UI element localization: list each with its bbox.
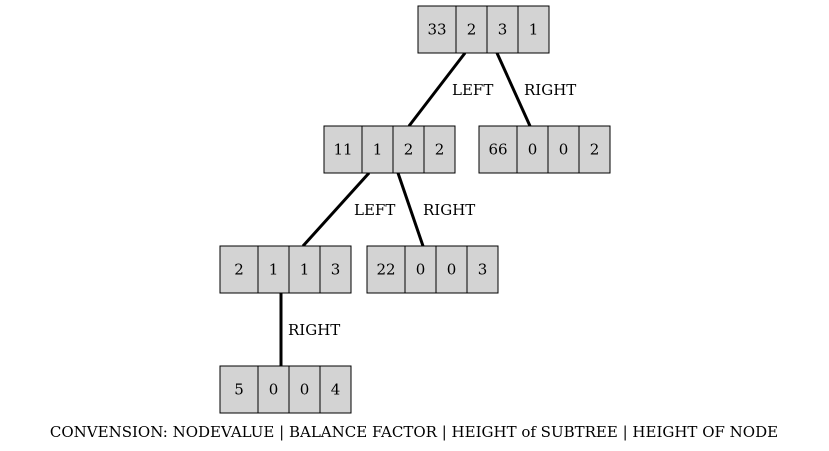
node-height-cell <box>517 5 550 54</box>
node-height-cell-text: 4 <box>331 381 341 399</box>
subtree-height-cell-text: 1 <box>300 261 310 279</box>
edges-layer: LEFT RIGHT LEFT RIGHT RIGHT <box>279 52 576 366</box>
node-height-cell-text: 3 <box>478 261 488 279</box>
node-value-cell-text: 2 <box>234 261 244 279</box>
subtree-height-cell-text: 3 <box>498 21 508 39</box>
node-height-cell <box>423 125 456 174</box>
edge-label-right: RIGHT <box>524 81 576 99</box>
node-height-cell-text: 3 <box>331 261 341 279</box>
balance-factor-cell-text: 0 <box>528 141 538 159</box>
subtree-height-cell <box>547 125 580 174</box>
subtree-height-cell <box>435 245 468 294</box>
node-value-cell-text: 33 <box>427 21 446 39</box>
node-height-cell <box>319 365 352 414</box>
node-value-cell-text: 11 <box>333 141 352 159</box>
subtree-height-cell-text: 0 <box>559 141 569 159</box>
tree-node-33: 33 2 3 1 <box>417 5 550 54</box>
node-value-cell <box>219 245 259 294</box>
node-value-cell-text: 22 <box>376 261 395 279</box>
subtree-height-cell-text: 2 <box>404 141 414 159</box>
edge-n11-n2 <box>301 171 371 248</box>
subtree-height-cell <box>486 5 519 54</box>
node-value-cell <box>417 5 457 54</box>
edge-label-left: LEFT <box>452 81 493 99</box>
subtree-height-cell-text: 0 <box>300 381 310 399</box>
balance-factor-cell <box>455 5 488 54</box>
balance-factor-cell-text: 2 <box>467 21 477 39</box>
tree-node-22: 22 0 0 3 <box>366 245 499 294</box>
balance-factor-cell <box>361 125 394 174</box>
node-height-cell <box>466 245 499 294</box>
node-value-cell-text: 5 <box>234 381 244 399</box>
node-height-cell-text: 2 <box>435 141 445 159</box>
balance-factor-cell <box>516 125 549 174</box>
edge-label-right: RIGHT <box>423 201 475 219</box>
tree-node-66: 66 0 0 2 <box>478 125 611 174</box>
balance-factor-cell <box>404 245 437 294</box>
tree-node-2: 2 1 1 3 <box>219 245 352 294</box>
node-value-cell-text: 66 <box>488 141 507 159</box>
subtree-height-cell-text: 0 <box>447 261 457 279</box>
node-height-cell-text: 2 <box>590 141 600 159</box>
node-height-cell <box>319 245 352 294</box>
node-height-cell-text: 1 <box>529 21 539 39</box>
node-height-cell <box>578 125 611 174</box>
tree-node-5: 5 0 0 4 <box>219 365 352 414</box>
balance-factor-cell <box>257 245 290 294</box>
node-value-cell <box>478 125 518 174</box>
edge-label-left: LEFT <box>354 201 395 219</box>
edge-n11-n22 <box>396 172 425 247</box>
edge-n33-n11 <box>407 52 467 127</box>
edge-n33-n66 <box>495 52 532 127</box>
balance-factor-cell-text: 0 <box>416 261 426 279</box>
edge-label-right: RIGHT <box>288 321 340 339</box>
convention-legend: CONVENSION: NODEVALUE | BALANCE FACTOR |… <box>50 423 778 441</box>
balance-factor-cell-text: 1 <box>373 141 383 159</box>
balance-factor-cell-text: 1 <box>269 261 279 279</box>
balance-factor-cell <box>257 365 290 414</box>
node-value-cell <box>219 365 259 414</box>
balance-factor-cell-text: 0 <box>269 381 279 399</box>
